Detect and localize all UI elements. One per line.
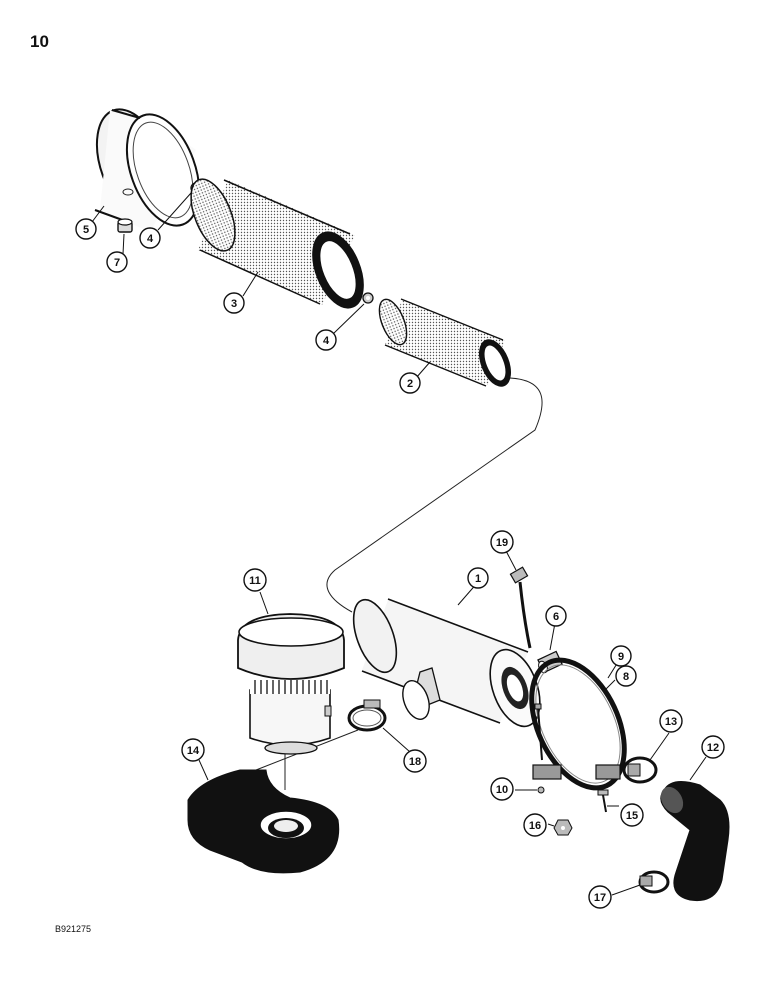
callout-8[interactable]: 8 [615, 665, 637, 687]
part-8-band [529, 657, 627, 791]
callout-label: 18 [409, 756, 421, 768]
part-19-fitting [509, 566, 532, 649]
callout-label: 13 [665, 716, 677, 728]
callout-5[interactable]: 5 [75, 218, 97, 240]
callout-17[interactable]: 17 [588, 885, 612, 909]
drawing-code: B921275 [55, 924, 92, 934]
callout-label: 10 [496, 784, 508, 796]
callout-label: 15 [626, 810, 638, 822]
callouts: 1 2 3 4 4 5 6 7 8 9 10 11 12 13 14 15 16… [75, 218, 725, 909]
callout-18[interactable]: 18 [403, 749, 427, 773]
callout-label: 3 [231, 298, 237, 310]
callout-9[interactable]: 9 [610, 645, 632, 667]
callout-6[interactable]: 6 [545, 605, 567, 627]
callout-11[interactable]: 11 [243, 568, 267, 592]
part-9-bolt [534, 703, 543, 761]
part-16-nut [553, 819, 573, 836]
leader-lines [91, 192, 707, 896]
callout-label: 4 [147, 233, 154, 245]
callout-19[interactable]: 19 [490, 530, 514, 554]
callout-label: 8 [623, 671, 629, 683]
callout-16[interactable]: 16 [523, 813, 547, 837]
part-5-cover [94, 108, 201, 232]
part-7-cap [117, 218, 133, 233]
page-number: 10 [30, 32, 49, 51]
callout-label: 16 [529, 820, 541, 832]
callout-label: 5 [83, 224, 89, 236]
part-3-outer-filter [190, 178, 364, 309]
callout-label: 7 [114, 257, 120, 269]
part-1-housing [352, 598, 541, 728]
part-2-inner-filter [378, 298, 512, 387]
callout-4a[interactable]: 4 [139, 227, 161, 249]
callout-2[interactable]: 2 [399, 372, 421, 394]
callout-label: 19 [496, 537, 508, 549]
part-17-clamp [638, 870, 670, 894]
part-14-duct [187, 769, 340, 874]
callout-label: 1 [475, 573, 481, 585]
callout-4b[interactable]: 4 [315, 329, 337, 351]
part-10-nut [537, 786, 545, 794]
callout-12[interactable]: 12 [701, 735, 725, 759]
callout-7[interactable]: 7 [106, 251, 128, 273]
callout-label: 12 [707, 742, 719, 754]
callout-label: 9 [618, 651, 624, 663]
part-12-hose [660, 780, 730, 902]
route-line [326, 377, 543, 613]
callout-label: 11 [249, 575, 261, 587]
part-18-clamp [347, 699, 387, 732]
callout-label: 17 [594, 892, 606, 904]
callout-label: 6 [553, 611, 559, 623]
callout-label: 2 [407, 378, 413, 390]
part-11-precleaner [237, 613, 345, 755]
callout-10[interactable]: 10 [490, 777, 514, 801]
part-13-clamp [622, 756, 658, 784]
part-4-nut-b [362, 292, 374, 304]
callout-1[interactable]: 1 [467, 567, 489, 589]
callout-15[interactable]: 15 [620, 803, 644, 827]
callout-label: 4 [323, 335, 330, 347]
callout-13[interactable]: 13 [659, 709, 683, 733]
callout-3[interactable]: 3 [223, 292, 245, 314]
part-15-screw [597, 789, 609, 813]
callout-14[interactable]: 14 [181, 738, 205, 762]
callout-label: 14 [187, 745, 200, 757]
